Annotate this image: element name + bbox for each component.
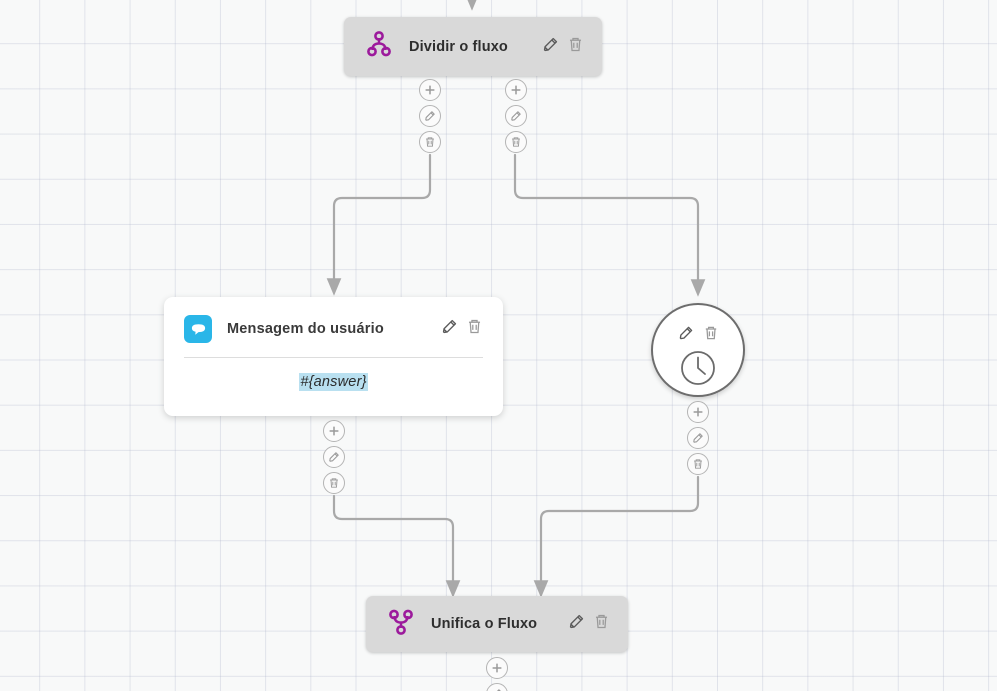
connector-buttons-split-right[interactable] bbox=[505, 79, 527, 153]
trash-icon[interactable] bbox=[703, 325, 719, 346]
node-title: Unifica o Fluxo bbox=[431, 616, 538, 632]
edit-connector-button[interactable] bbox=[486, 683, 508, 691]
connector-buttons-user-message[interactable] bbox=[323, 420, 345, 494]
connector-buttons-split-left[interactable] bbox=[419, 79, 441, 153]
trash-icon[interactable] bbox=[466, 318, 483, 340]
trash-icon[interactable] bbox=[567, 36, 584, 58]
chat-bubble-icon bbox=[184, 315, 212, 343]
split-flow-icon bbox=[366, 31, 392, 62]
delete-connector-button[interactable] bbox=[323, 472, 345, 494]
delete-connector-button[interactable] bbox=[419, 131, 441, 153]
node-actions bbox=[568, 613, 610, 635]
add-node-button[interactable] bbox=[486, 657, 508, 679]
delete-connector-button[interactable] bbox=[687, 453, 709, 475]
pencil-icon[interactable] bbox=[542, 36, 559, 58]
pencil-icon[interactable] bbox=[568, 613, 585, 635]
card-divider bbox=[184, 357, 483, 358]
edit-connector-button[interactable] bbox=[419, 105, 441, 127]
add-node-button[interactable] bbox=[419, 79, 441, 101]
merge-flow-icon bbox=[388, 609, 414, 640]
node-unifica-o-fluxo[interactable]: Unifica o Fluxo bbox=[366, 596, 628, 652]
node-title: Dividir o fluxo bbox=[409, 38, 508, 55]
card-actions bbox=[441, 318, 483, 340]
edge-timer-to-merge bbox=[533, 475, 700, 598]
edit-connector-button[interactable] bbox=[687, 427, 709, 449]
add-node-button[interactable] bbox=[687, 401, 709, 423]
clock-icon bbox=[679, 349, 717, 392]
edge-split-to-user-message bbox=[326, 153, 432, 296]
node-mensagem-do-usuario[interactable]: Mensagem do usuário bbox=[164, 297, 503, 416]
connector-buttons-merge[interactable] bbox=[486, 657, 508, 691]
add-node-button[interactable] bbox=[505, 79, 527, 101]
timer-actions bbox=[653, 325, 743, 346]
edge-split-to-timer bbox=[513, 153, 706, 297]
card-body: #{answer} bbox=[164, 358, 503, 411]
pencil-icon[interactable] bbox=[441, 318, 458, 340]
pencil-icon[interactable] bbox=[678, 325, 694, 346]
node-dividir-o-fluxo[interactable]: Dividir o fluxo bbox=[344, 17, 602, 76]
trash-icon[interactable] bbox=[593, 613, 610, 635]
card-title: Mensagem do usuário bbox=[227, 321, 384, 337]
timer-glyph bbox=[653, 349, 743, 392]
card-header: Mensagem do usuário bbox=[164, 297, 503, 343]
edge-user-message-to-merge bbox=[332, 494, 461, 598]
delete-connector-button[interactable] bbox=[505, 131, 527, 153]
edit-connector-button[interactable] bbox=[505, 105, 527, 127]
edit-connector-button[interactable] bbox=[323, 446, 345, 468]
node-actions bbox=[542, 36, 584, 58]
answer-variable-token: #{answer} bbox=[299, 373, 368, 391]
connector-buttons-timer[interactable] bbox=[687, 401, 709, 475]
node-timer[interactable] bbox=[651, 303, 745, 397]
add-node-button[interactable] bbox=[323, 420, 345, 442]
